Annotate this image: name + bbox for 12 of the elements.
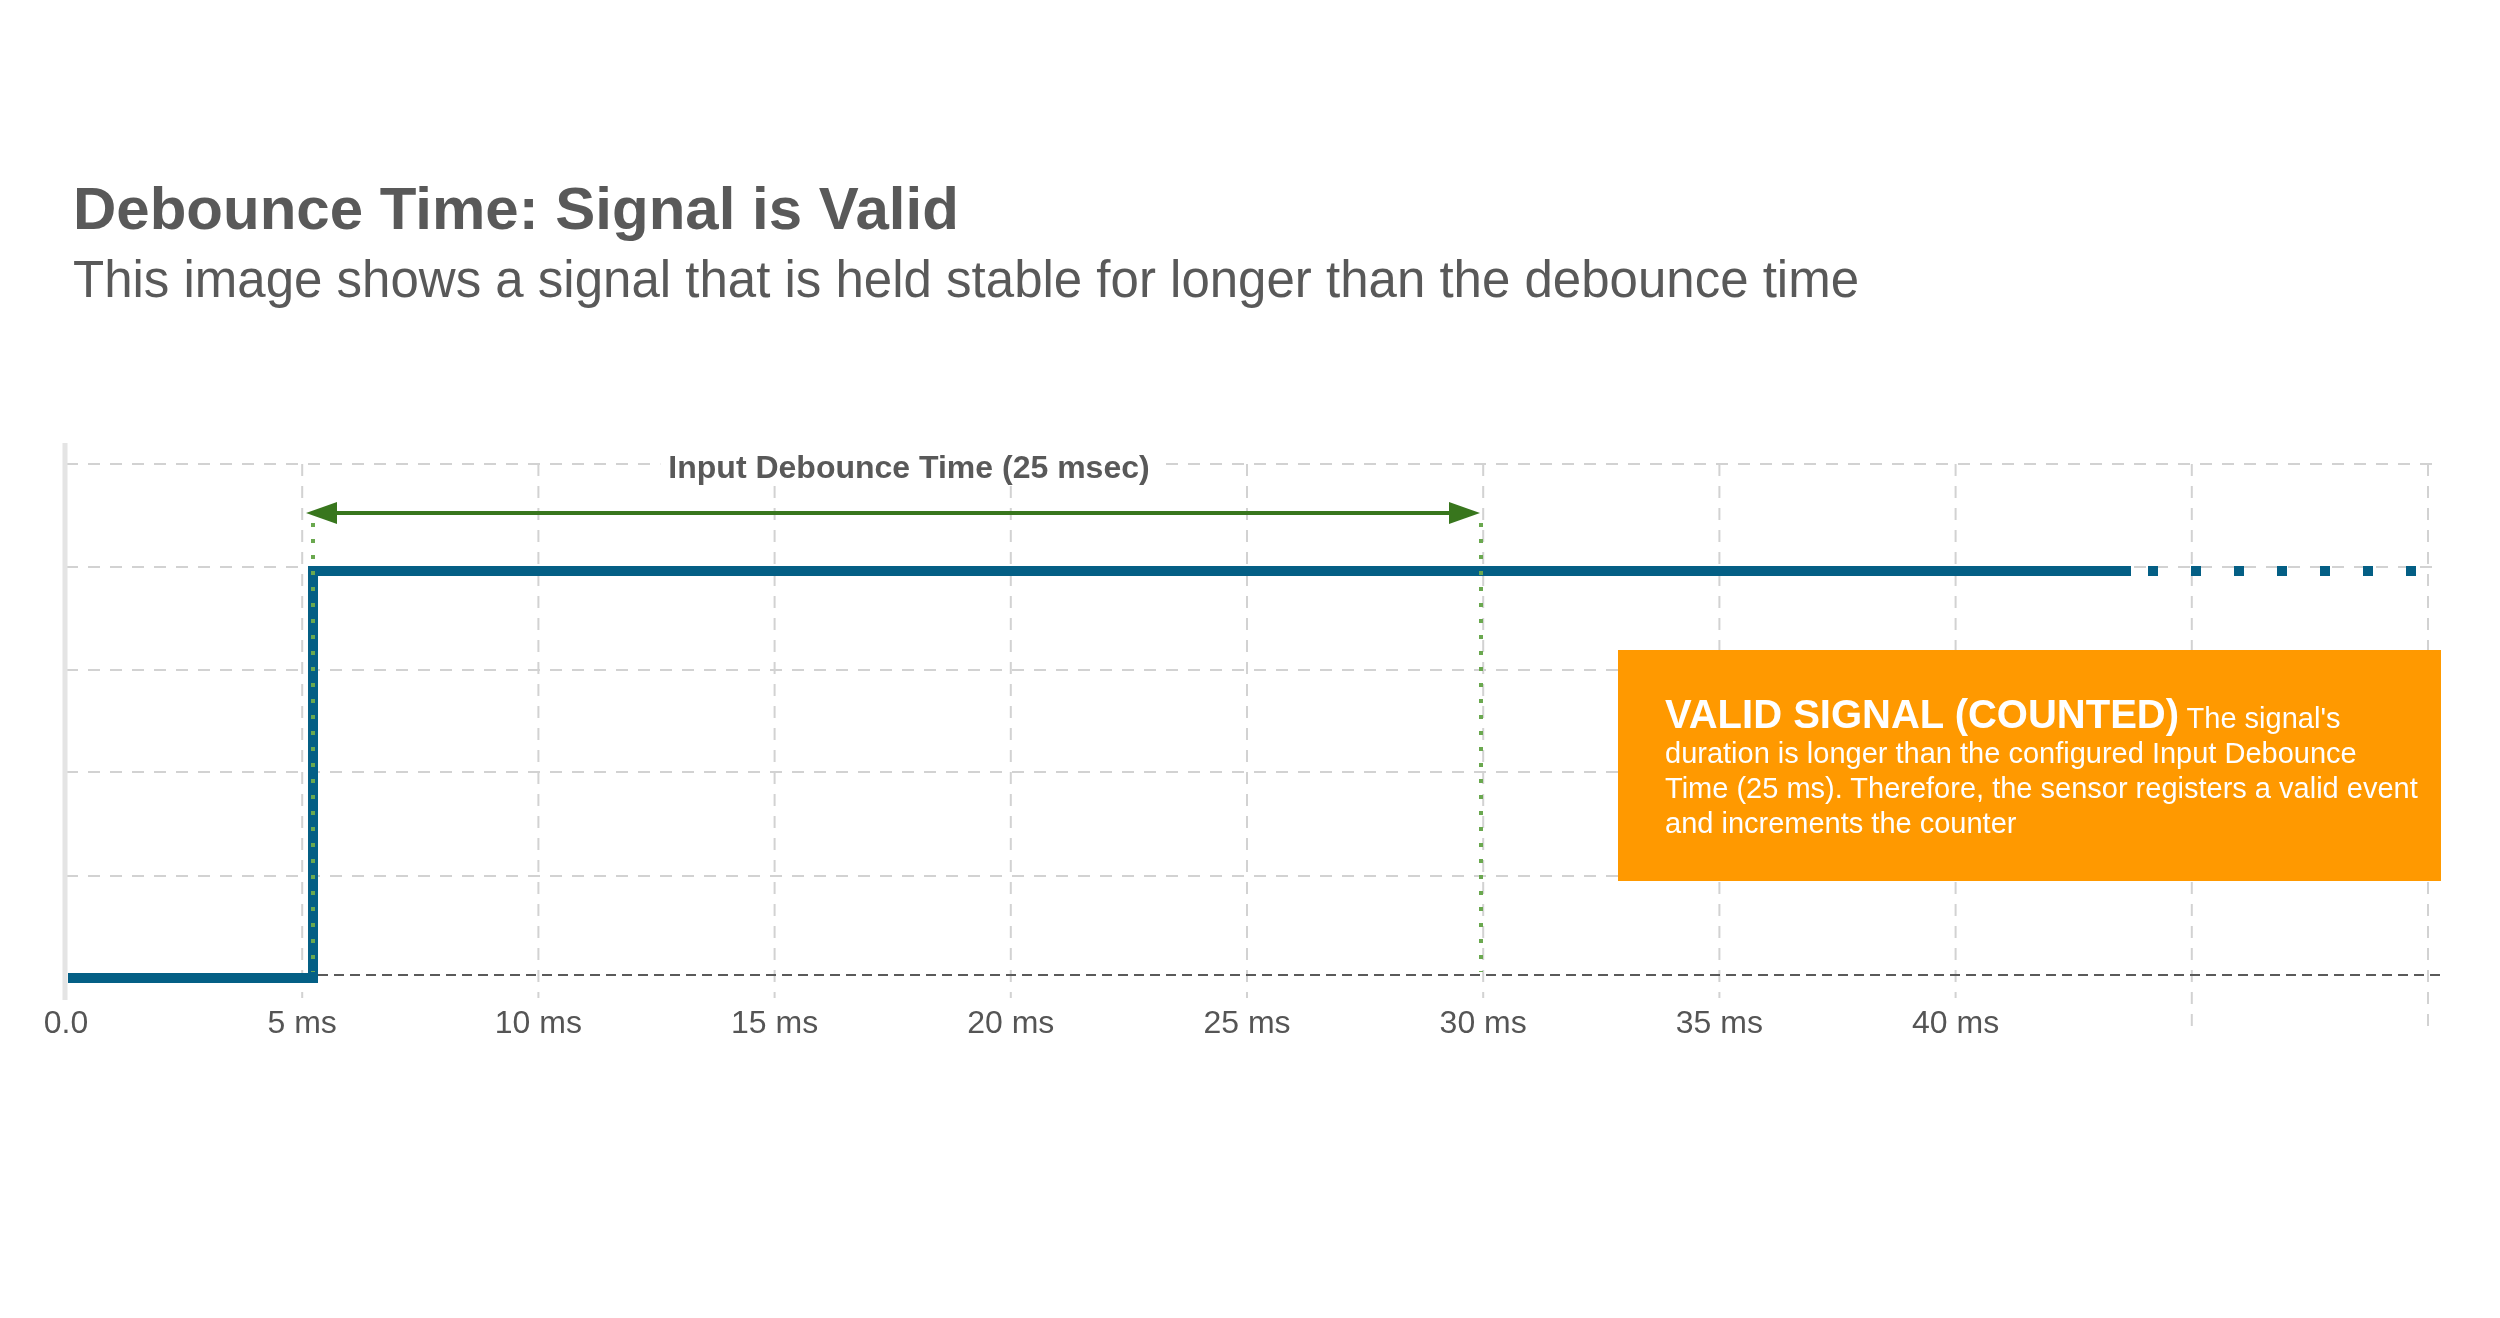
title: Debounce Time: Signal is Valid	[73, 179, 959, 239]
axis-tick-label: 0.0	[43, 1006, 89, 1038]
axis-tick-label: 25 ms	[1203, 1006, 1291, 1038]
axis-tick-label: 5 ms	[267, 1006, 337, 1038]
callout-box	[1618, 650, 2441, 881]
callout-text: VALID SIGNAL (COUNTED) The signal's duration is longer than the configured Input Debounce Time (25 ms). Therefore, the sensor registers a valid event and increments the counter	[1665, 697, 2419, 841]
axis-tick-label: 10 ms	[494, 1006, 582, 1038]
axis-tick-label: 35 ms	[1675, 1006, 1763, 1038]
axis-tick-label: 40 ms	[1912, 1006, 2000, 1038]
axis-tick-label: 20 ms	[967, 1006, 1055, 1038]
axis-tick-label: 30 ms	[1439, 1006, 1527, 1038]
axis-tick-label: 15 ms	[731, 1006, 819, 1038]
